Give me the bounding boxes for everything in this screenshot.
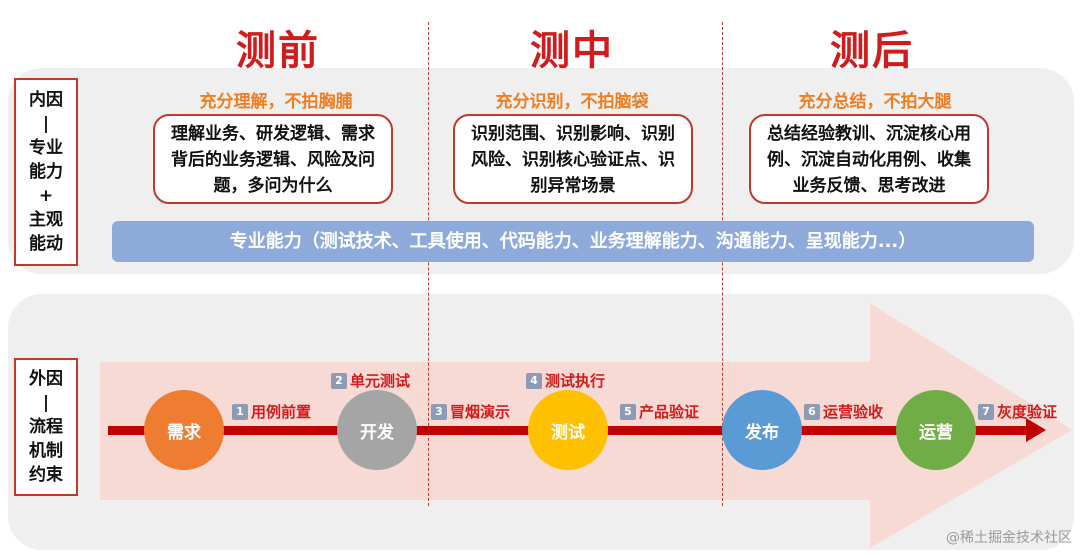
phase-title-after: 测后 <box>830 28 914 74</box>
internal-factor-label: 内因 | 专业 能力 + 主观 能动 <box>14 78 78 266</box>
step-7-badge: 7 <box>978 403 994 420</box>
node-release: 发布 <box>722 390 802 470</box>
watermark: @稀土掘金技术社区 <box>946 530 1072 546</box>
step-6: 6 运营验收 <box>804 401 883 422</box>
step-7-label: 灰度验证 <box>997 403 1058 421</box>
step-2-label: 单元测试 <box>350 372 411 390</box>
node-testing: 测试 <box>528 390 608 470</box>
step-4-label: 测试执行 <box>545 372 606 390</box>
subhead-during: 充分识别，不拍脑袋 <box>495 92 649 112</box>
subhead-before: 充分理解，不拍胸脯 <box>199 92 353 112</box>
card-after: 总结经验教训、沉淀核心用例、沉淀自动化用例、收集业务反馈、思考改进 <box>749 114 989 204</box>
step-1: 1 用例前置 <box>232 401 311 422</box>
step-5-label: 产品验证 <box>639 403 700 421</box>
node-requirement: 需求 <box>144 390 224 470</box>
phase-divider-2 <box>722 22 723 506</box>
card-before: 理解业务、研发逻辑、需求背后的业务逻辑、风险及问题，多问为什么 <box>153 114 393 204</box>
step-4: 4 测试执行 <box>526 370 605 391</box>
step-7: 7 灰度验证 <box>978 401 1057 422</box>
external-factor-label: 外因 | 流程 机制 约束 <box>14 358 78 496</box>
phase-title-before: 测前 <box>236 28 320 74</box>
step-6-label: 运营验收 <box>823 403 884 421</box>
step-5: 5 产品验证 <box>620 401 699 422</box>
step-3-badge: 3 <box>431 403 447 420</box>
node-operation: 运营 <box>896 390 976 470</box>
step-5-badge: 5 <box>620 403 636 420</box>
step-2-badge: 2 <box>331 372 347 389</box>
step-6-badge: 6 <box>804 403 820 420</box>
step-2: 2 单元测试 <box>331 370 410 391</box>
step-3-label: 冒烟演示 <box>450 403 511 421</box>
ability-bar: 专业能力（测试技术、工具使用、代码能力、业务理解能力、沟通能力、呈现能力...） <box>112 221 1034 262</box>
step-3: 3 冒烟演示 <box>431 401 510 422</box>
node-development: 开发 <box>337 390 417 470</box>
card-during: 识别范围、识别影响、识别风险、识别核心验证点、识别异常场景 <box>453 114 693 204</box>
phase-title-during: 测中 <box>530 28 614 74</box>
step-1-badge: 1 <box>232 403 248 420</box>
phase-divider-1 <box>428 22 429 506</box>
step-1-label: 用例前置 <box>251 403 312 421</box>
step-4-badge: 4 <box>526 372 542 389</box>
subhead-after: 充分总结，不拍大腿 <box>798 92 952 112</box>
